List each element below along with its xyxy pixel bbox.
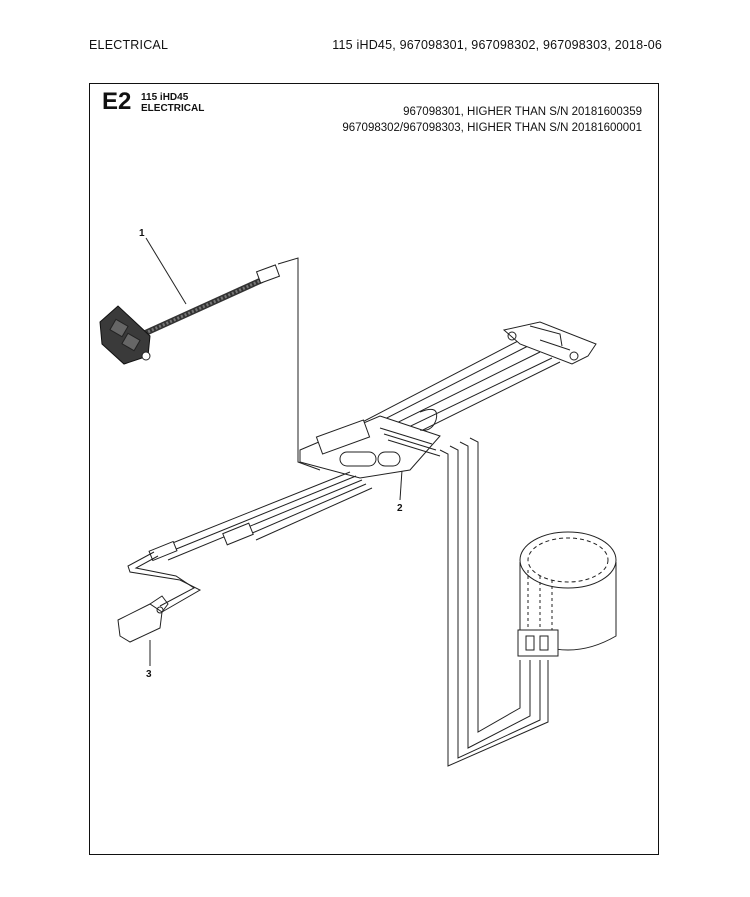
page-header-category: ELECTRICAL (89, 38, 169, 52)
switch-route-wires (127, 540, 202, 613)
leader-line-2 (399, 469, 403, 501)
part-2-control-board (299, 408, 441, 479)
section-model: 115 iHD45 (141, 92, 189, 103)
leader-line-1 (145, 237, 187, 305)
serial-notes: 967098301, HIGHER THAN S/N 20181600359 9… (342, 104, 642, 136)
part-3-micro-switch (117, 595, 169, 643)
motor-wires (439, 437, 549, 767)
board-lower-wires (159, 471, 373, 561)
mounting-plate (502, 321, 597, 365)
serial-note-2: 967098302/967098303, HIGHER THAN S/N 201… (342, 122, 642, 134)
section-code: E2 (102, 88, 132, 115)
section-name: ELECTRICAL (141, 103, 205, 114)
callout-2: 2 (397, 503, 403, 514)
callout-3: 3 (146, 669, 152, 680)
serial-note-1: 967098301, HIGHER THAN S/N 20181600359 (403, 106, 642, 118)
part-1-switch-harness (99, 264, 281, 365)
callout-1: 1 (139, 228, 145, 239)
page-header-model-info: 115 iHD45, 967098301, 967098302, 9670983… (332, 38, 662, 52)
section-title: 115 iHD45 ELECTRICAL (141, 92, 204, 114)
motor-assembly (517, 531, 617, 657)
harness-route-line (277, 257, 321, 471)
diagram-frame (89, 83, 659, 855)
